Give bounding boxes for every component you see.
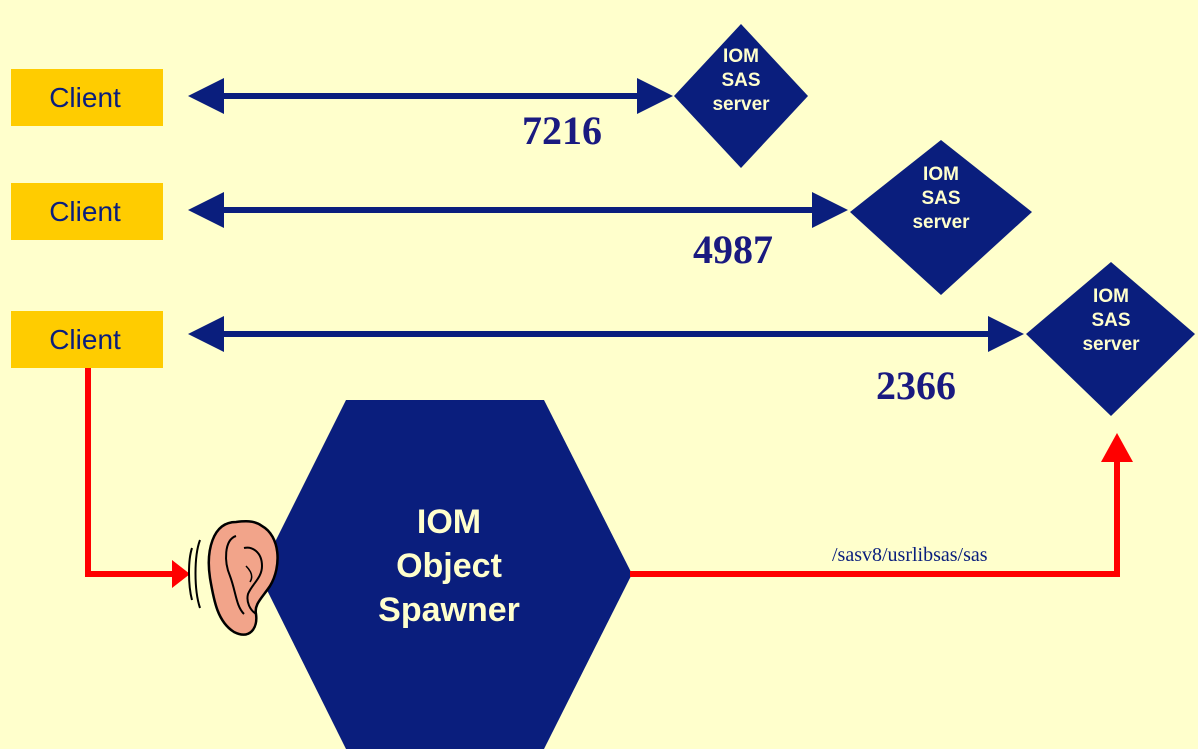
arrowhead-right-3 [988,316,1024,352]
server-3-line-1: IOM [1093,286,1129,307]
arrowhead-left-3 [188,316,224,352]
spawner-label: IOM Object Spawner [329,500,569,632]
server-diamond-2 [850,140,1032,295]
spawner-line-2: Object [396,547,502,585]
server-1-line-2: SAS [721,70,761,91]
ear-icon [188,519,279,636]
server-label-2: IOM SAS server [881,163,1001,235]
spawner-line-3: Spawner [378,591,520,629]
client-label-1: Client [49,82,121,113]
connection-line-3 [188,316,1024,352]
port-number-1: 7216 [522,108,602,153]
red-arrowhead-server [1101,433,1133,462]
server-3-line-3: server [1082,334,1140,355]
client-box-2: Client [11,183,163,240]
server-label-1: IOM SAS server [681,45,801,117]
red-path-spawner-to-server [630,433,1133,577]
server-1-line-1: IOM [723,46,759,67]
connection-line-2 [188,192,848,228]
client-box-1: Client [11,69,163,126]
server-diamond-1 [674,24,808,168]
arrowhead-left-1 [188,78,224,114]
server-2-line-3: server [912,212,970,233]
spawner-hexagon [259,400,632,749]
client-box-3: Client [11,311,163,368]
arrowhead-right-1 [637,78,673,114]
server-2-line-2: SAS [921,188,961,209]
launch-command-label: /sasv8/usrlibsas/sas [832,544,988,566]
client-label-3: Client [49,324,121,355]
connection-line-1 [188,78,673,114]
red-arrowhead-ear [172,560,190,588]
spawner-line-1: IOM [416,503,482,541]
arrowhead-left-2 [188,192,224,228]
server-diamond-3 [1026,262,1195,416]
arrowhead-right-2 [812,192,848,228]
server-1-line-3: server [712,94,770,115]
server-2-line-1: IOM [923,164,959,185]
server-label-3: IOM SAS server [1051,285,1171,357]
red-path-client-to-spawner [85,368,190,588]
port-number-3: 2366 [876,363,956,408]
server-3-line-2: SAS [1091,310,1131,331]
client-label-2: Client [49,196,121,227]
port-number-2: 4987 [693,227,773,272]
